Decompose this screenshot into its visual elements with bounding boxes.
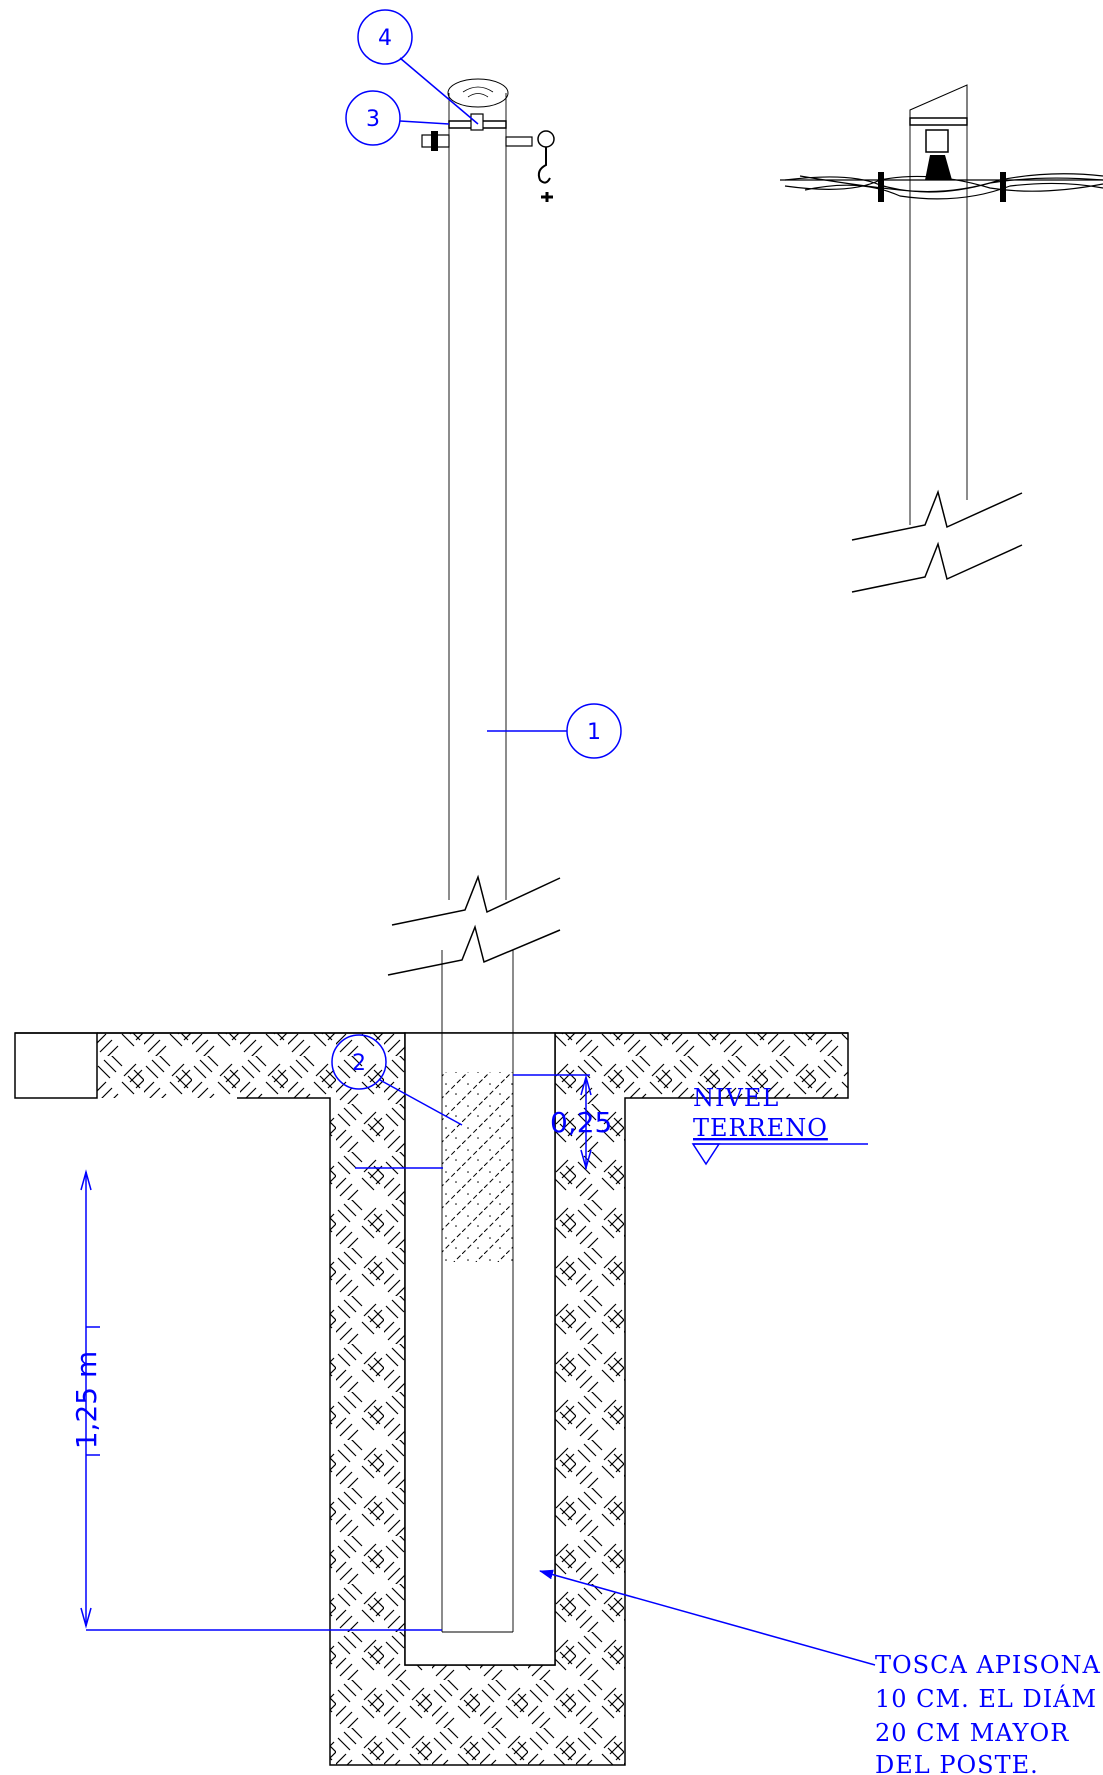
detail-pole-top: [909, 84, 968, 121]
side-detail-view: [780, 84, 1103, 593]
eye-nut-icon: [537, 130, 555, 148]
callout-4-circle: [357, 9, 413, 65]
suspension-hook-icon: [537, 147, 551, 184]
clamp-nut-left: [431, 131, 438, 151]
dim-depth-label: 1,25 m: [70, 1351, 103, 1450]
callout-3-label: 3: [366, 107, 380, 132]
callout-4-label: 4: [378, 26, 392, 51]
backfill-note-line2: 10 CM. EL DIÁM: [875, 1684, 1097, 1713]
callout-4-leader: [399, 57, 479, 125]
pole-break-symbol-bottom: [387, 924, 561, 976]
detail-cable-bundle: [784, 173, 1103, 200]
depth-dim-arrow-top: [80, 1169, 92, 1191]
bolt-small: [470, 113, 484, 131]
callout-3-leader: [399, 120, 450, 125]
callout-2-label: 2: [352, 1051, 366, 1076]
detail-cable-clamp-left: [878, 172, 884, 202]
detail-break-symbol-bottom: [851, 541, 1023, 593]
annotations: [80, 9, 876, 1666]
ground-label-line2: TERRENO: [693, 1114, 828, 1142]
ground-left-block: [14, 1032, 98, 1099]
detail-cable-clamp-right: [1000, 172, 1006, 202]
detail-band-clamp: [909, 117, 968, 126]
pole-lower-segment: [441, 950, 514, 1632]
callout-3-circle: [345, 90, 401, 146]
backfill-note-line3: 20 CM MAYOR: [875, 1719, 1069, 1747]
detail-clamp-body: [925, 155, 952, 180]
suspension-link-icon: [541, 192, 553, 202]
pole-top-texture: [462, 86, 494, 98]
ground-section: [14, 1032, 849, 1766]
pole-top-cap: [447, 78, 509, 108]
backfill-note-line1: TOSCA APISONA: [875, 1651, 1101, 1679]
pole-break-symbol-top: [391, 874, 561, 926]
detail-pole-edges: [909, 120, 968, 525]
clamp-bolt-right: [505, 136, 533, 147]
callout-2-circle: [331, 1034, 387, 1090]
main-pole: [387, 78, 561, 1633]
callout-2-leader: [379, 1079, 463, 1126]
depth-dim-arrow-bottom: [80, 1607, 92, 1629]
dim-above-ground-label: 0,25: [550, 1106, 612, 1139]
backfill-note-line4: DEL POSTE.: [875, 1751, 1039, 1775]
ground-level-triangle: [691, 1143, 721, 1166]
callout-1-label: 1: [587, 720, 601, 745]
backfill-note-leader: [539, 1569, 876, 1666]
concrete-collar: [442, 1072, 513, 1262]
detail-break-symbol-top: [851, 489, 1023, 541]
dim-025-arrow-bottom: [580, 1149, 592, 1171]
pole-upper-segment: [448, 128, 507, 900]
dim-025-arrow-top: [580, 1074, 592, 1096]
detail-suspension-block: [925, 129, 949, 153]
ground-label-line1: NIVEL: [693, 1084, 779, 1112]
